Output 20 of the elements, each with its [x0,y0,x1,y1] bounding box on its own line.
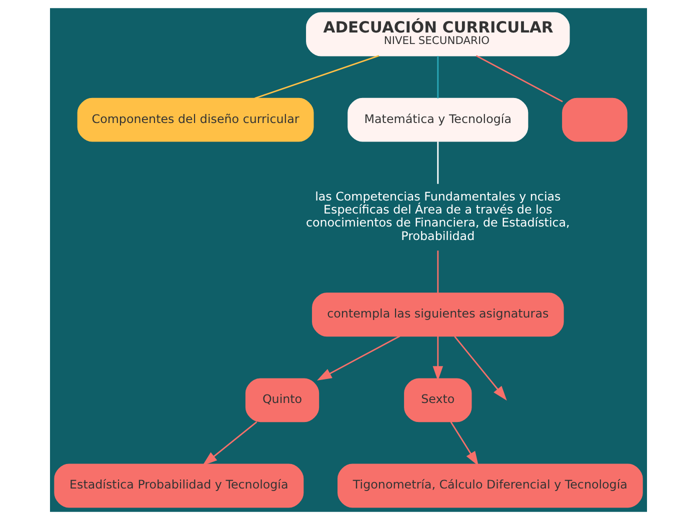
node-box: Quinto [244,378,319,422]
connector [436,56,438,98]
node-box: Sexto [404,378,472,422]
arrow [202,421,257,466]
connector [436,142,438,184]
arrow [450,422,478,466]
node-box: Matemática y Tecnología [347,98,528,142]
arrow [454,336,506,401]
node-box: Componentes del diseño curricular [76,98,314,142]
node-box: Estadística Probabilidad y Tecnología [54,464,304,508]
connector [475,55,562,102]
arrow [432,336,443,381]
node-box: Tigonometría, Cálculo Diferencial y Tecnología [337,464,642,508]
arrow [316,336,400,380]
connector [436,250,438,293]
node-box [562,98,627,142]
node-text: las Competencias Fundamentales y ncias Específicas del Área de a través de los conocimientos de Financiera, de Estadística, Probabilidad [305,190,570,243]
node-box: ADECUACIÓN CURRICULAR NIVEL SECUNDARIO [306,12,570,56]
connector [254,55,379,99]
node-box: contempla las siguientes asignaturas [311,292,564,337]
